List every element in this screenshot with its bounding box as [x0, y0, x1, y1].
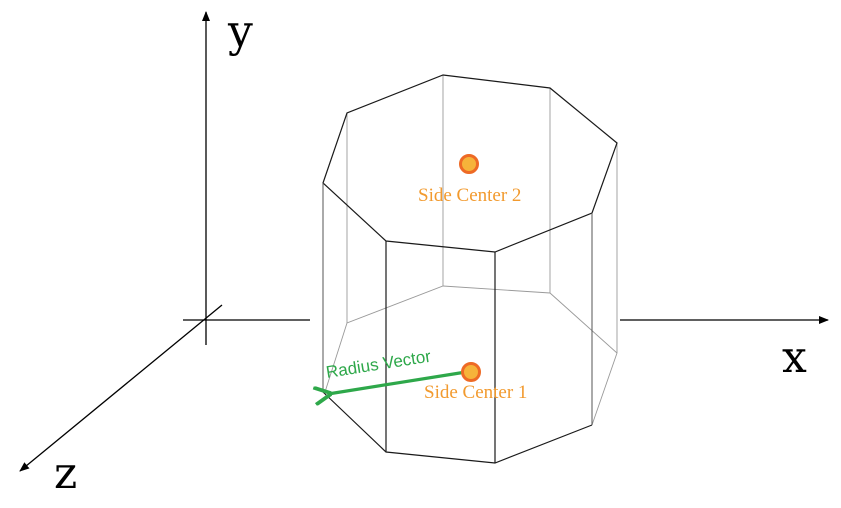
- x-axis-label: x: [782, 332, 807, 383]
- side-center-1-label: Side Center 1: [424, 382, 527, 403]
- prism-visible-edges: [322, 183, 593, 463]
- prism-bottom-front-edges: [322, 391, 593, 464]
- coordinate-axes: [19, 11, 829, 472]
- z-axis: [19, 304, 223, 472]
- prism-hidden-edges: [324, 75, 618, 426]
- side-center-2-label: Side Center 2: [418, 185, 521, 206]
- y-axis-label: y: [227, 6, 253, 57]
- side-center-1-point: [461, 362, 481, 382]
- radius-vector-arrow: [328, 370, 467, 394]
- z-axis-label: z: [54, 448, 77, 499]
- side-center-2-point: [459, 154, 479, 174]
- radius-vector-label: Radius Vector: [325, 347, 433, 382]
